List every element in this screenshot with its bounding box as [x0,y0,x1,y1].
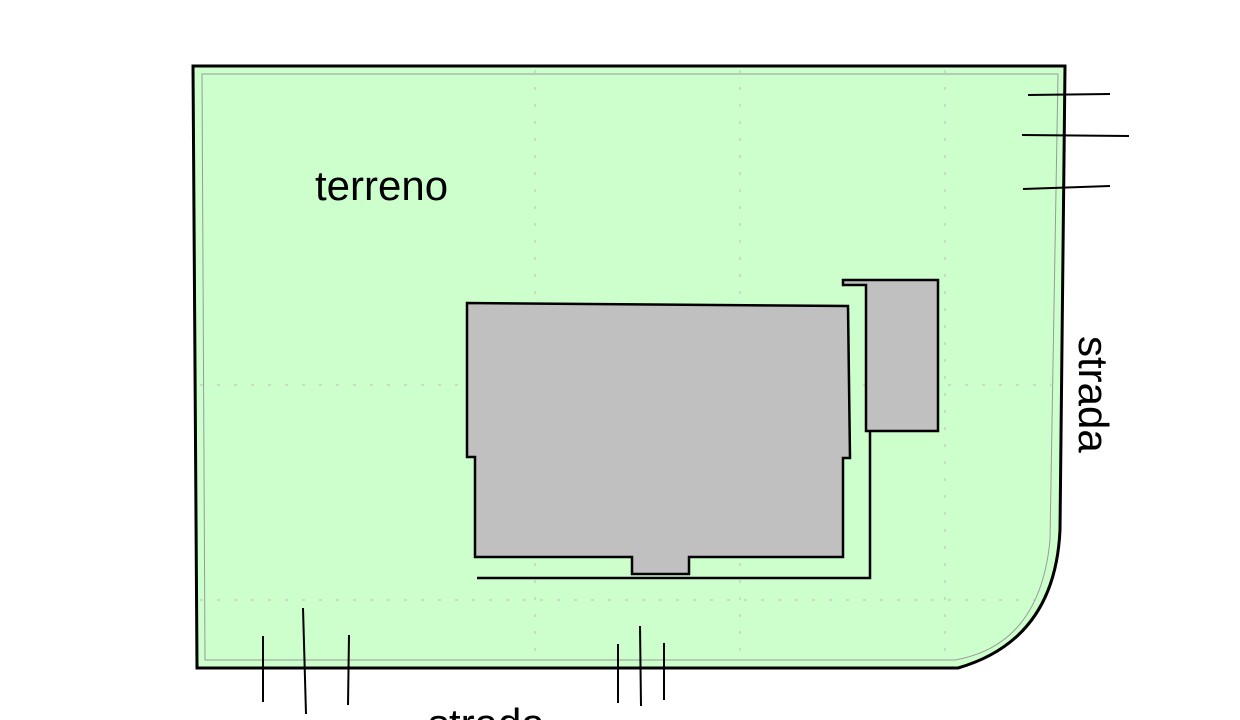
land-label: terreno [315,162,448,209]
road-markers-south [262,607,665,715]
inner-boundary [201,73,1059,661]
boundary-wall [477,431,872,580]
annex-building [841,278,940,433]
main-building [465,301,852,576]
road-markers-east [1021,93,1130,190]
road-east-label: strada [1070,336,1117,453]
road-south-label: strada [428,700,545,720]
